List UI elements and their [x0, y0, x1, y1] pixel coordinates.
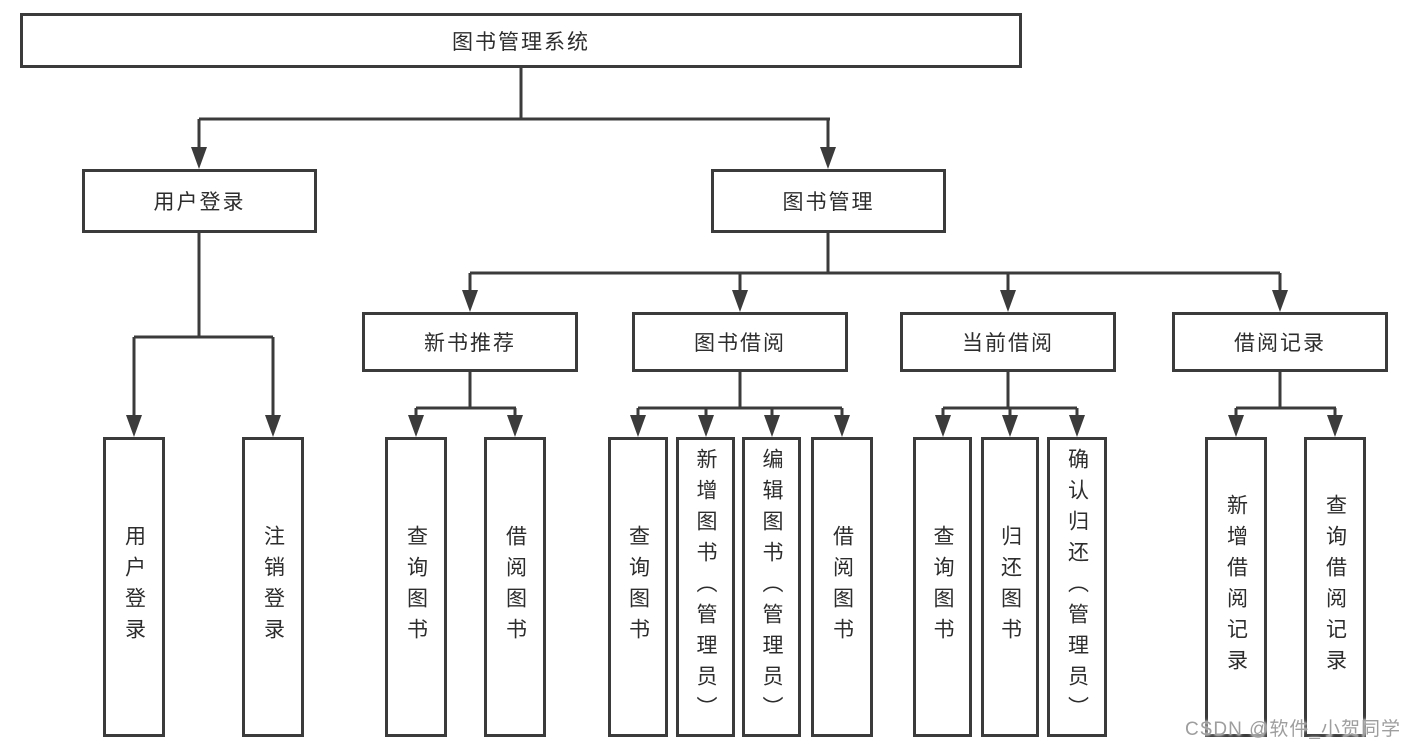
leaf-user-login-label: 用户登录 [122, 525, 146, 649]
leaf-return-books-label: 归还图书 [998, 525, 1022, 649]
node-borrowing-records-label: 借阅记录 [1234, 332, 1326, 355]
leaf-add-book-admin-label: 新增图书（管理员） [694, 447, 717, 727]
leaf-confirm-return-admin-label: 确认归还（管理员） [1065, 447, 1089, 727]
node-user-login-label: 用户登录 [153, 191, 246, 214]
leaf-logout: 注销登录 [242, 437, 304, 737]
node-current-borrowing-label: 当前借阅 [962, 332, 1054, 355]
node-new-book-recommend-label: 新书推荐 [424, 332, 516, 355]
leaf-add-book-admin: 新增图书（管理员） [676, 437, 735, 737]
leaf-edit-book-admin: 编辑图书（管理员） [742, 437, 801, 737]
watermark: CSDN @软件_小贺同学 [1185, 719, 1401, 740]
leaf-add-borrow-record: 新增借阅记录 [1205, 437, 1267, 737]
leaf-borrow-books-recommend-label: 借阅图书 [503, 525, 527, 649]
node-borrowing-records: 借阅记录 [1172, 312, 1388, 372]
node-current-borrowing: 当前借阅 [900, 312, 1116, 372]
leaf-query-books-borrowing-label: 查询图书 [626, 525, 650, 649]
leaf-edit-book-admin-label: 编辑图书（管理员） [760, 447, 783, 727]
node-new-book-recommend: 新书推荐 [362, 312, 578, 372]
node-root: 图书管理系统 [20, 13, 1022, 68]
leaf-user-login: 用户登录 [103, 437, 165, 737]
node-book-management: 图书管理 [711, 169, 946, 233]
leaf-query-books-current-label: 查询图书 [931, 525, 954, 649]
leaf-query-books-borrowing: 查询图书 [608, 437, 668, 737]
leaf-borrow-books-recommend: 借阅图书 [484, 437, 546, 737]
leaf-query-books-recommend-label: 查询图书 [404, 525, 428, 649]
node-book-management-label: 图书管理 [782, 191, 875, 214]
leaf-confirm-return-admin: 确认归还（管理员） [1047, 437, 1107, 737]
node-book-borrowing: 图书借阅 [632, 312, 848, 372]
leaf-borrow-books-borrowing: 借阅图书 [811, 437, 873, 737]
leaf-logout-label: 注销登录 [261, 525, 285, 649]
leaf-query-borrow-record: 查询借阅记录 [1304, 437, 1366, 737]
leaf-return-books: 归还图书 [981, 437, 1039, 737]
node-root-label: 图书管理系统 [452, 30, 590, 54]
leaf-query-books-current: 查询图书 [913, 437, 972, 737]
leaf-add-borrow-record-label: 新增借阅记录 [1224, 494, 1248, 680]
leaf-query-books-recommend: 查询图书 [385, 437, 447, 737]
node-book-borrowing-label: 图书借阅 [694, 332, 786, 355]
leaf-query-borrow-record-label: 查询借阅记录 [1323, 494, 1347, 680]
node-user-login: 用户登录 [82, 169, 317, 233]
leaf-borrow-books-borrowing-label: 借阅图书 [830, 525, 854, 649]
